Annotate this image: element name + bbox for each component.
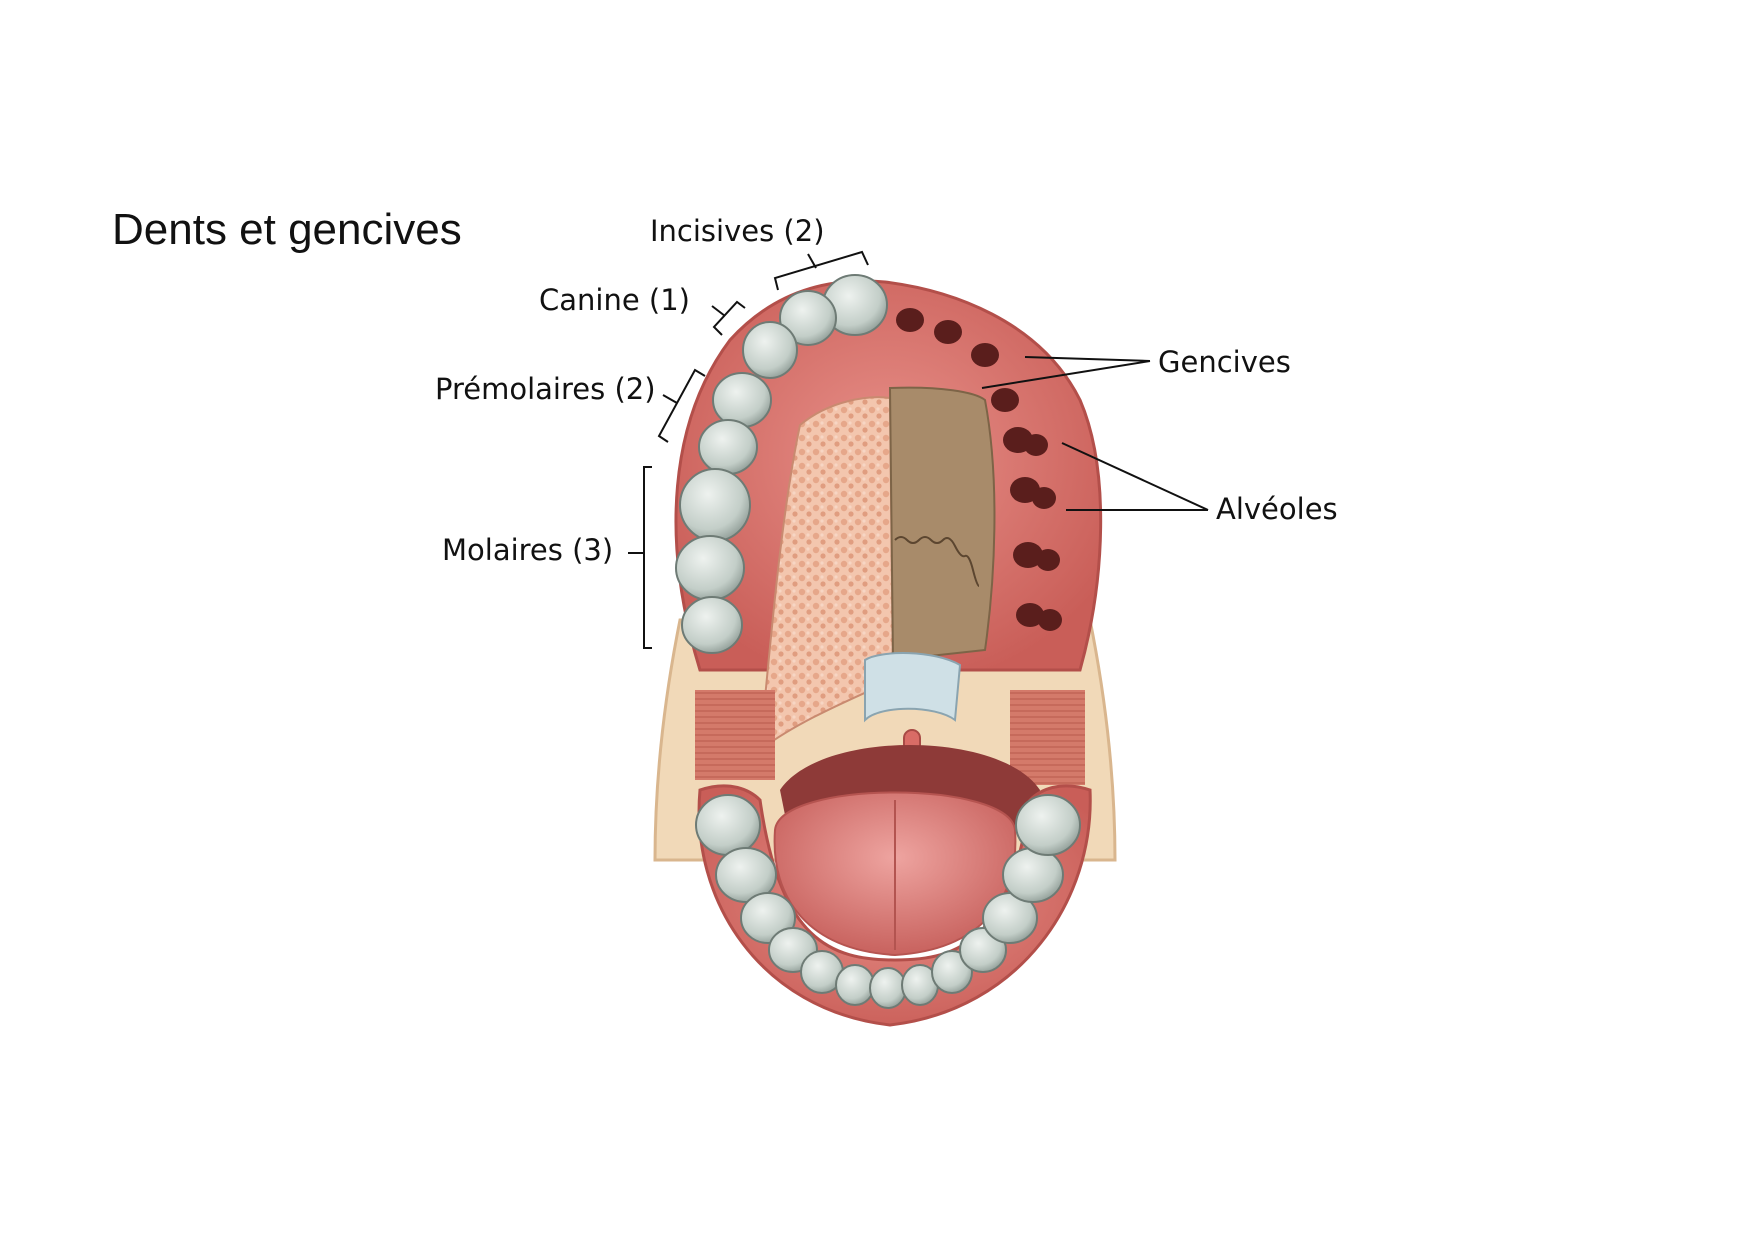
gencives-line-2 <box>981 360 1151 389</box>
right-muscle <box>1010 690 1085 785</box>
label-alveoles: Alvéoles <box>1216 492 1338 526</box>
lower-teeth <box>695 794 1081 1009</box>
canine-bracket <box>712 300 746 336</box>
tooth-molar-2 <box>675 535 745 601</box>
label-molaires: Molaires (3) <box>442 533 614 567</box>
tooth-molar-3 <box>681 596 743 654</box>
upper-teeth <box>675 274 888 654</box>
tooth-incisor-2 <box>779 290 837 346</box>
left-muscle <box>695 690 775 780</box>
gencives-line-1 <box>1024 356 1151 362</box>
tooth-canine <box>742 321 798 379</box>
tooth-premolar-1 <box>712 372 772 428</box>
incisives-bracket <box>773 250 869 291</box>
soft-palate <box>864 652 962 723</box>
palatine-suture <box>894 536 980 587</box>
label-premolaires: Prémolaires (2) <box>435 372 656 406</box>
label-canine: Canine (1) <box>539 283 690 317</box>
palate-bone <box>888 386 996 662</box>
molaires-bracket <box>643 466 652 649</box>
label-incisives: Incisives (2) <box>650 214 825 248</box>
alveoles <box>896 308 1062 631</box>
tooth-molar-1 <box>679 468 751 542</box>
label-gencives: Gencives <box>1158 345 1291 379</box>
page-title: Dents et gencives <box>112 205 462 254</box>
alveoles-line-1 <box>1061 442 1209 511</box>
tooth-premolar-2 <box>698 419 758 475</box>
palate-spongy-bone <box>758 396 895 753</box>
label-leaders <box>628 250 1209 649</box>
